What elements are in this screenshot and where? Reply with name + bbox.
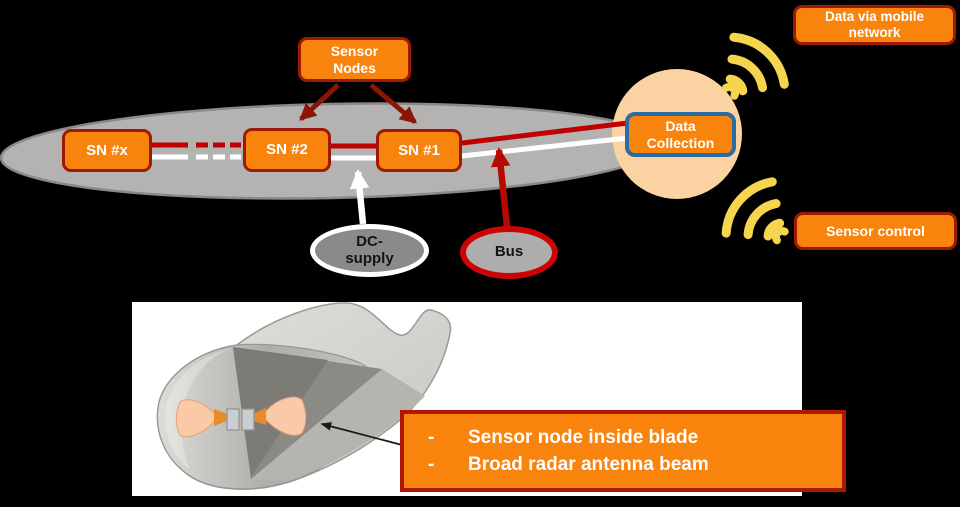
sensor-node-box-2: SN #2: [243, 128, 331, 172]
sensor-node-label: SN #x: [86, 141, 128, 159]
callout-arrow: [320, 422, 403, 446]
data-collection-box: Data Collection: [625, 112, 736, 157]
sensor-node-module-right: [241, 408, 255, 431]
sensor-node-box-x: SN #x: [62, 129, 152, 172]
sensor-node-module-left: [226, 408, 240, 431]
sensor-node-label: SN #1: [398, 141, 440, 159]
callout-bullet-2: - Broad radar antenna beam: [404, 454, 842, 476]
wifi-signal-icon-down: [721, 177, 789, 245]
blade-cross-section-image: [156, 302, 452, 490]
data-collection-line2: Collection: [646, 134, 715, 151]
mobile-network-line2: network: [848, 25, 901, 40]
dc-supply-line1: DC-: [356, 233, 383, 250]
antenna-horn-right: [253, 408, 266, 425]
dc-supply-ellipse: DC- supply: [310, 224, 429, 277]
sensor-control-label: Sensor control: [826, 222, 925, 239]
sensor-nodes-label-box: Sensor Nodes: [298, 37, 411, 82]
blade-callout-box: - Sensor node inside blade - Broad radar…: [400, 410, 846, 492]
data-collection-line1: Data: [665, 118, 696, 135]
callout-bullet-1: - Sensor node inside blade: [404, 427, 842, 449]
sensor-control-box: Sensor control: [794, 212, 957, 250]
dc-supply-line2: supply: [345, 249, 394, 267]
wifi-signal-icon-up: [721, 32, 789, 100]
bus-ellipse: Bus: [460, 226, 558, 279]
dc-supply-line: [152, 135, 629, 161]
callout-bullet-text: Sensor node inside blade: [468, 426, 699, 448]
bus-arrow: [491, 147, 511, 228]
bus-label: Bus: [494, 243, 524, 261]
sensor-nodes-label-line2: Nodes: [333, 59, 376, 76]
antenna-horn-left: [214, 409, 227, 426]
bullet-dash: -: [428, 453, 435, 475]
mobile-network-line1: Data via mobile: [824, 9, 925, 25]
sensor-node-box-1: SN #1: [376, 129, 462, 172]
callout-bullet-text: Broad radar antenna beam: [468, 453, 709, 475]
bus-line: [152, 120, 629, 149]
dc-supply-arrow: [349, 169, 370, 225]
bullet-dash: -: [428, 426, 435, 448]
sensor-nodes-label-line1: Sensor: [330, 43, 379, 60]
data-via-mobile-network-box: Data via mobile network: [793, 5, 956, 45]
sensor-nodes-arrows: [299, 83, 417, 124]
sensor-node-label: SN #2: [266, 141, 308, 159]
